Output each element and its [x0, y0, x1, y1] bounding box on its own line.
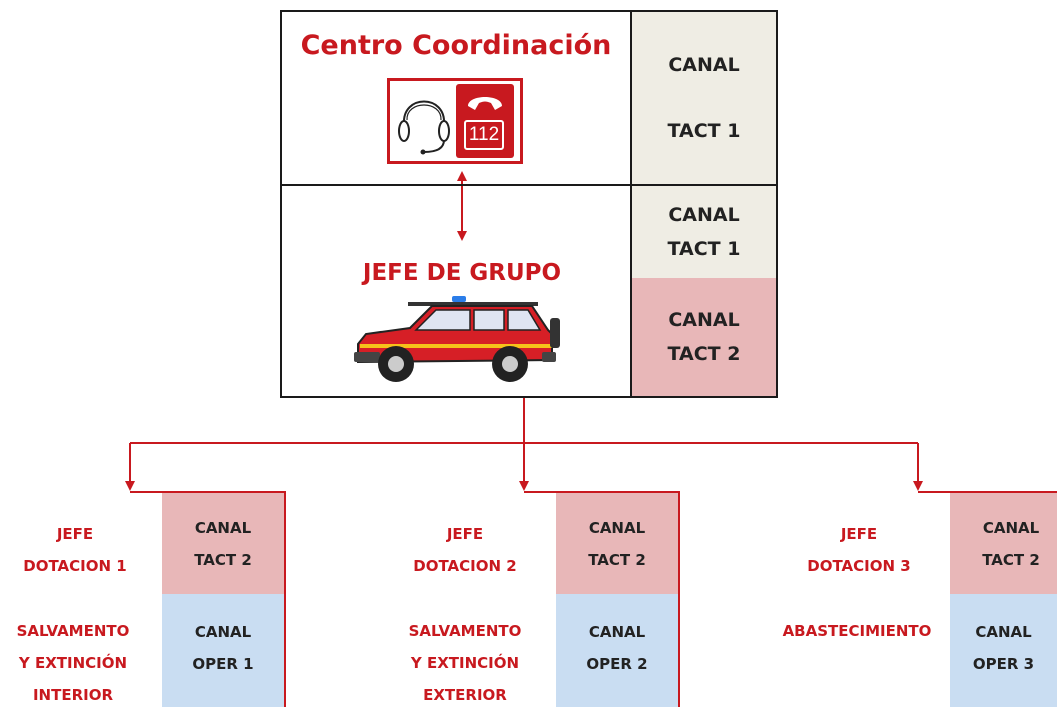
team-role-line: SALVAMENTO [0, 615, 146, 647]
vertical-divider [630, 10, 632, 398]
channel-line: TACT 1 [668, 232, 741, 266]
channel-line: CANAL [162, 616, 284, 648]
team-leader-line: JEFE [0, 518, 150, 550]
channel-line: CANAL [668, 198, 741, 232]
team-role-line: Y EXTINCIÓN [0, 647, 146, 679]
emergency-phone-112-icon: 112 [456, 84, 514, 158]
team-leader-line: JEFE [390, 518, 540, 550]
team-3-leader: JEFE DOTACION 3 [784, 518, 934, 582]
team-3-role: ABASTECIMIENTO [774, 615, 940, 647]
fire-suv-icon [352, 294, 562, 390]
channel-line: CANAL [668, 32, 741, 98]
channel-line: TACT 2 [958, 544, 1057, 576]
team-role-line: ABASTECIMIENTO [774, 615, 940, 647]
team-1-leader: JEFE DOTACION 1 [0, 518, 150, 582]
channel-line: CANAL [556, 616, 678, 648]
channel-line: OPER 1 [162, 648, 284, 680]
emergency-number-box: 112 [464, 120, 504, 150]
coordination-title: Centro Coordinación [282, 30, 630, 61]
channel-line: CANAL [588, 512, 646, 544]
channel-line: TACT 2 [668, 337, 741, 371]
team-leader-line: DOTACION 3 [784, 550, 934, 582]
team-leader-line: DOTACION 1 [0, 550, 150, 582]
team-role-line: EXTERIOR [392, 679, 538, 711]
phone-handset-icon [464, 88, 506, 118]
channel-line: CANAL [194, 512, 252, 544]
team-role-line: Y EXTINCIÓN [392, 647, 538, 679]
channel-line: OPER 2 [556, 648, 678, 680]
channel-line: CANAL [950, 616, 1057, 648]
channel-line: CANAL [958, 512, 1057, 544]
team-role-line: SALVAMENTO [392, 615, 538, 647]
team-1-role: SALVAMENTO Y EXTINCIÓN INTERIOR [0, 615, 146, 711]
group-leader-title: JEFE DE GRUPO [282, 260, 642, 286]
channel-line: TACT 2 [588, 544, 646, 576]
horizontal-divider [280, 184, 778, 186]
channel-line: OPER 3 [950, 648, 1057, 680]
team-role-line: INTERIOR [0, 679, 146, 711]
headset-icon [394, 84, 454, 160]
emergency-number: 112 [469, 124, 499, 145]
team-leader-line: DOTACION 2 [390, 550, 540, 582]
team-2-leader: JEFE DOTACION 2 [390, 518, 540, 582]
channel-line: TACT 1 [668, 98, 741, 164]
team-2-role: SALVAMENTO Y EXTINCIÓN EXTERIOR [392, 615, 538, 711]
team-leader-line: JEFE [784, 518, 934, 550]
channel-line: CANAL [668, 303, 741, 337]
channel-line: TACT 2 [194, 544, 252, 576]
